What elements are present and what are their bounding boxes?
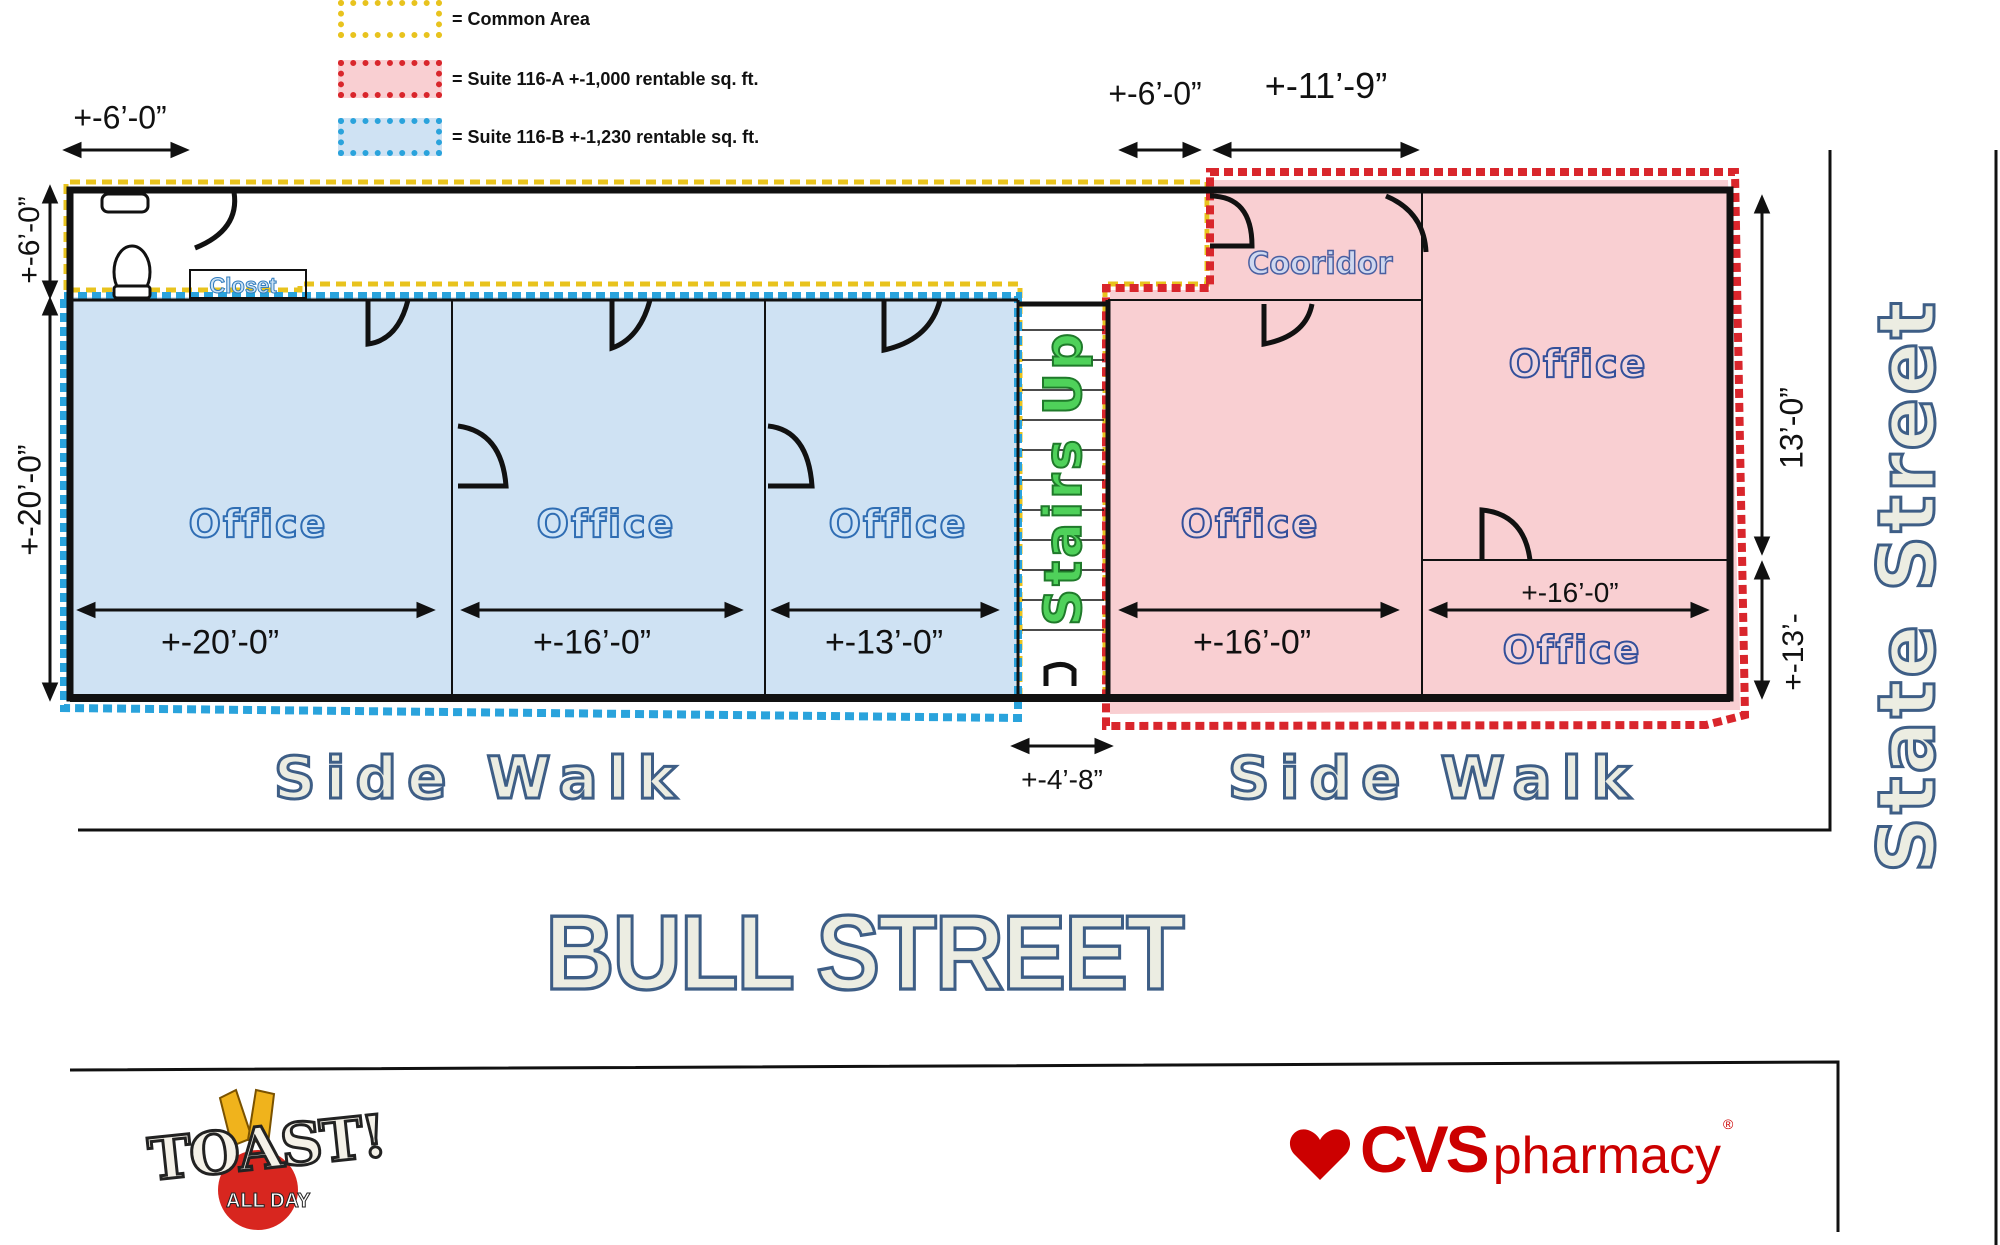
sidewalk-label: Side Walk: [1226, 743, 1641, 814]
legend-label: = Common Area: [452, 8, 590, 29]
door-swing: [767, 423, 815, 489]
legend-suite-116-b: = Suite 116-B +-1,230 rentable sq. ft.: [338, 118, 759, 156]
suite-116-a-area: [1110, 180, 1740, 714]
dimension-lines: [41, 141, 1771, 755]
legend-swatch: [338, 0, 442, 38]
dimension-label: +-16’-0”: [532, 623, 652, 662]
door-swing: [1384, 193, 1429, 253]
dimension-label: +-20’-0”: [11, 444, 48, 556]
door-swing: [365, 299, 411, 347]
stairs-label: Stairs Up: [1033, 329, 1095, 627]
common-area-outline: [63, 179, 1210, 701]
bull-street-label: BULL STREET: [544, 893, 1187, 1014]
door-swings: [194, 191, 1533, 686]
dimension-label: +-11’-9”: [1264, 65, 1388, 106]
room-label-office: Office: [1180, 501, 1320, 547]
toilet-tank: [112, 284, 152, 300]
suite-116-b-outline: [60, 292, 1022, 723]
door-swing: [194, 191, 238, 251]
dimension-label: +-4’-8”: [1021, 764, 1103, 795]
room-label-office: Office: [828, 501, 968, 547]
door-swing: [457, 423, 509, 489]
door-swing: [1261, 303, 1315, 348]
restroom-fixtures: [100, 192, 307, 300]
toast-glasses-icon: [218, 1088, 298, 1230]
street-lines: [69, 150, 1998, 1245]
door-swing: [1209, 193, 1255, 249]
dimension-label: +-13’-0”: [824, 623, 944, 662]
toast-all-day-logo: TOAST! ALL DAY: [140, 1080, 390, 1230]
legend-suite-116-a: = Suite 116-A +-1,000 rentable sq. ft.: [338, 60, 758, 98]
cvs-pharmacy-wordmark: pharmacy: [1492, 1127, 1722, 1185]
closet-shelf: [189, 269, 307, 299]
sink: [100, 192, 150, 214]
legend-swatch: [338, 60, 442, 98]
room-label-closet: Closet: [209, 273, 277, 299]
door-swing: [609, 299, 653, 352]
heart-icon: [1289, 1129, 1351, 1180]
legend-label: = Suite 116-B +-1,230 rentable sq. ft.: [452, 126, 760, 147]
door-swing: [881, 299, 943, 354]
room-label-office: Office: [1502, 627, 1642, 673]
room-label-corridor: Cooridor: [1247, 246, 1394, 283]
legend-label: = Suite 116-A +-1,000 rentable sq. ft.: [452, 68, 759, 89]
suite-116-a-outline: [1102, 168, 1750, 731]
dimension-label: +-6’-0”: [13, 196, 46, 284]
dimension-label: +-13’-: [1777, 613, 1810, 691]
state-street-label: State Street: [1862, 297, 1955, 874]
dimension-label: +-20’-0”: [160, 623, 280, 662]
room-label-office: Office: [1508, 341, 1648, 387]
room-label-office: Office: [536, 501, 676, 547]
door-swing: [1479, 507, 1533, 561]
room-label-office: Office: [188, 501, 328, 547]
legend-swatch: [338, 118, 442, 156]
toast-subtitle: ALL DAY: [225, 1190, 311, 1213]
dimension-label: +-6’-0”: [73, 99, 167, 136]
door-swing: [1043, 662, 1077, 686]
legend-common-area: = Common Area: [338, 0, 590, 38]
sidewalk-label: Side Walk: [272, 743, 687, 814]
dimension-label: +-16’-0”: [1521, 577, 1619, 608]
dimension-label: 13’-0”: [1773, 387, 1810, 469]
stairs-treads: [1022, 329, 1104, 631]
cvs-wordmark: CVS: [1360, 1112, 1490, 1186]
registered-mark: ®: [1723, 1116, 1734, 1132]
cvs-pharmacy-logo: CVS pharmacy ®: [1288, 1116, 1733, 1182]
dimension-label: +-6’-0”: [1108, 75, 1202, 112]
dimension-label: +-16’-0”: [1192, 623, 1312, 662]
suite-116-b-area: [66, 297, 1016, 701]
